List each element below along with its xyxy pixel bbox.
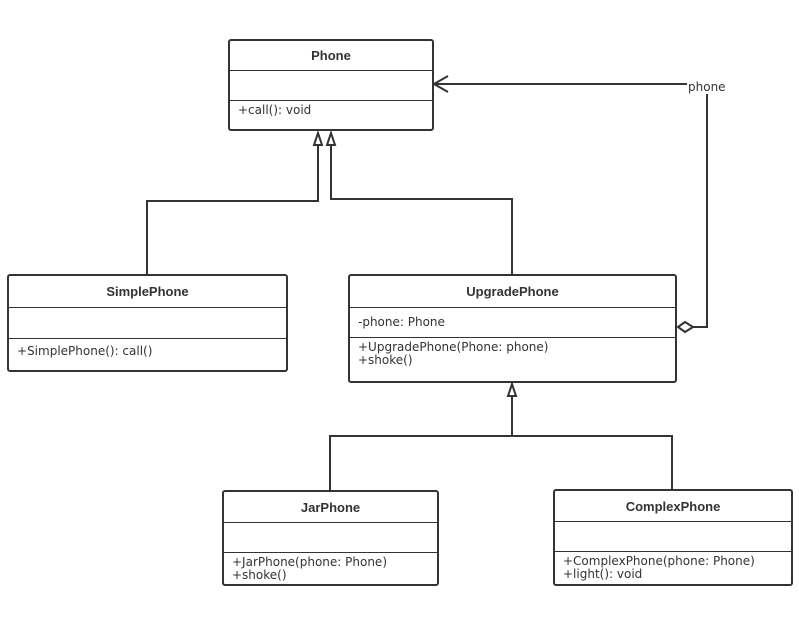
class-methods: +ComplexPhone(phone: Phone) +light(): vo…	[555, 552, 791, 581]
method-line: +call(): void	[238, 103, 312, 117]
class-attributes	[9, 308, 286, 339]
class-name: UpgradePhone	[350, 276, 675, 308]
method-line: +shoke()	[232, 568, 287, 582]
class-simplephone[interactable]: SimplePhone +SimplePhone(): call()	[7, 274, 288, 372]
class-name: JarPhone	[224, 492, 437, 523]
class-methods: +UpgradePhone(Phone: phone) +shoke()	[350, 338, 675, 367]
generalization-arrow-upgradephone	[325, 129, 337, 146]
aggregation-diamond	[676, 320, 695, 334]
class-attributes	[555, 522, 791, 552]
association-arrow	[431, 75, 449, 93]
generalization-complexphone-line	[512, 435, 673, 491]
method-line: +ComplexPhone(phone: Phone)	[563, 554, 755, 568]
class-name: ComplexPhone	[555, 491, 791, 522]
association-label: phone	[687, 80, 727, 94]
class-attributes: -phone: Phone	[350, 308, 675, 338]
generalization-arrow-simplephone	[312, 129, 324, 146]
class-jarphone[interactable]: JarPhone +JarPhone(phone: Phone) +shoke(…	[222, 490, 439, 586]
method-line: +UpgradePhone(Phone: phone)	[358, 340, 549, 354]
aggregation-line	[434, 83, 708, 328]
class-name: SimplePhone	[9, 276, 286, 308]
class-methods: +JarPhone(phone: Phone) +shoke()	[224, 553, 437, 582]
class-methods: +call(): void	[230, 101, 432, 117]
generalization-jarphone-line	[329, 435, 512, 492]
class-name: Phone	[230, 41, 432, 71]
attribute-line: -phone: Phone	[358, 315, 445, 329]
class-attributes	[224, 523, 437, 553]
class-phone[interactable]: Phone +call(): void	[228, 39, 434, 131]
generalization-arrow-upgradephone-children	[506, 380, 518, 397]
generalization-upgradephone-line	[330, 145, 513, 276]
method-line: +light(): void	[563, 567, 643, 581]
generalization-simplephone-line	[146, 145, 319, 276]
class-complexphone[interactable]: ComplexPhone +ComplexPhone(phone: Phone)…	[553, 489, 793, 586]
class-attributes	[230, 71, 432, 101]
method-line: +JarPhone(phone: Phone)	[232, 555, 387, 569]
method-line: +shoke()	[358, 353, 413, 367]
method-line: +SimplePhone(): call()	[17, 344, 153, 358]
class-upgradephone[interactable]: UpgradePhone -phone: Phone +UpgradePhone…	[348, 274, 677, 383]
class-methods: +SimplePhone(): call()	[9, 339, 286, 358]
